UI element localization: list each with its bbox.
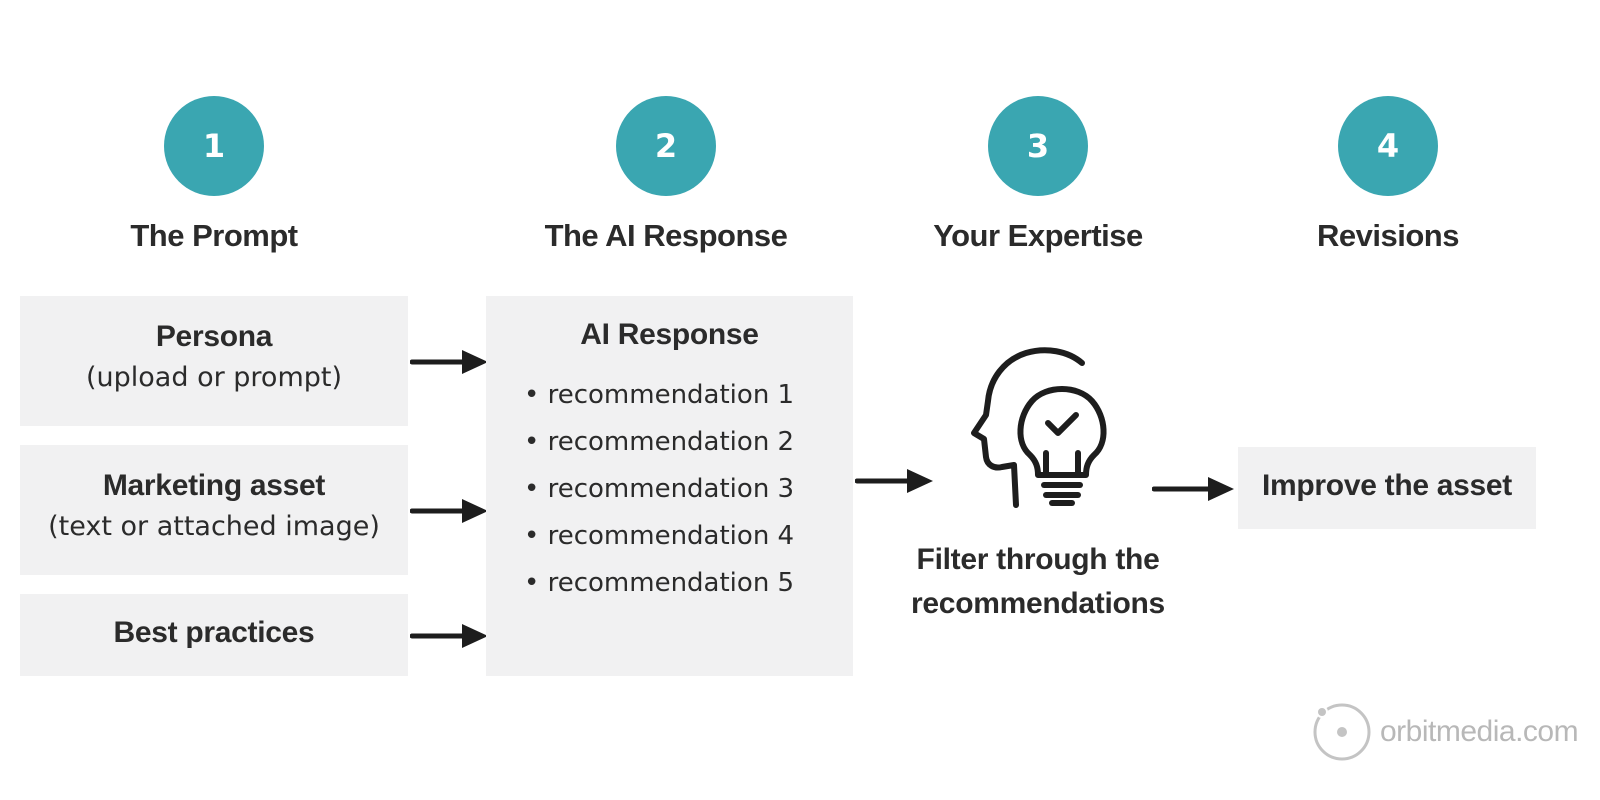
- improve-asset-label: Improve the asset: [1261, 469, 1512, 502]
- step-3-title: Your Expertise: [933, 218, 1143, 253]
- recommendation-item: recommendation 4: [524, 513, 853, 560]
- orbit-icon: [1313, 703, 1371, 761]
- ai-response-box: AI Response recommendation 1 recommendat…: [486, 296, 853, 676]
- step-3-circle: 3: [988, 96, 1088, 196]
- step-2-title: The AI Response: [544, 218, 788, 253]
- best-practices-box: Best practices: [20, 594, 408, 676]
- marketing-asset-title: Marketing asset: [102, 469, 326, 502]
- improve-asset-box: Improve the asset: [1238, 447, 1536, 529]
- step-1-circle: 1: [164, 96, 264, 196]
- recommendation-item: recommendation 3: [524, 466, 853, 513]
- arrow-response-to-expertise: [855, 469, 933, 493]
- marketing-asset-subtitle: (text or attached image): [48, 511, 380, 542]
- persona-title: Persona: [155, 320, 273, 353]
- arrow-practices-to-response: [410, 624, 488, 648]
- head-lightbulb-check-icon: [971, 347, 1107, 508]
- step-4-title: Revisions: [1317, 218, 1459, 253]
- recommendation-list: recommendation 1 recommendation 2 recomm…: [524, 372, 853, 607]
- recommendation-item: recommendation 2: [524, 419, 853, 466]
- best-practices-title: Best practices: [113, 616, 315, 649]
- expertise-caption-line-1: Filter through the: [916, 543, 1160, 576]
- ai-response-title: AI Response: [580, 318, 759, 351]
- step-1-title: The Prompt: [130, 218, 298, 253]
- arrow-asset-to-response: [410, 499, 488, 523]
- step-2-circle: 2: [616, 96, 716, 196]
- orbitmedia-logo: orbitmedia.com: [1312, 702, 1579, 762]
- recommendation-item: recommendation 5: [524, 560, 853, 607]
- arrow-persona-to-response: [410, 350, 488, 374]
- expertise-caption: Filter through the recommendations: [888, 538, 1188, 626]
- persona-box: Persona (upload or prompt): [20, 296, 408, 426]
- brand-text: orbitmedia.com: [1380, 715, 1579, 748]
- recommendation-item: recommendation 1: [524, 372, 853, 419]
- marketing-asset-box: Marketing asset (text or attached image): [20, 445, 408, 575]
- expertise-caption-line-2: recommendations: [911, 587, 1165, 620]
- step-4-circle: 4: [1338, 96, 1438, 196]
- persona-subtitle: (upload or prompt): [86, 362, 342, 393]
- arrow-expertise-to-revisions: [1152, 477, 1234, 501]
